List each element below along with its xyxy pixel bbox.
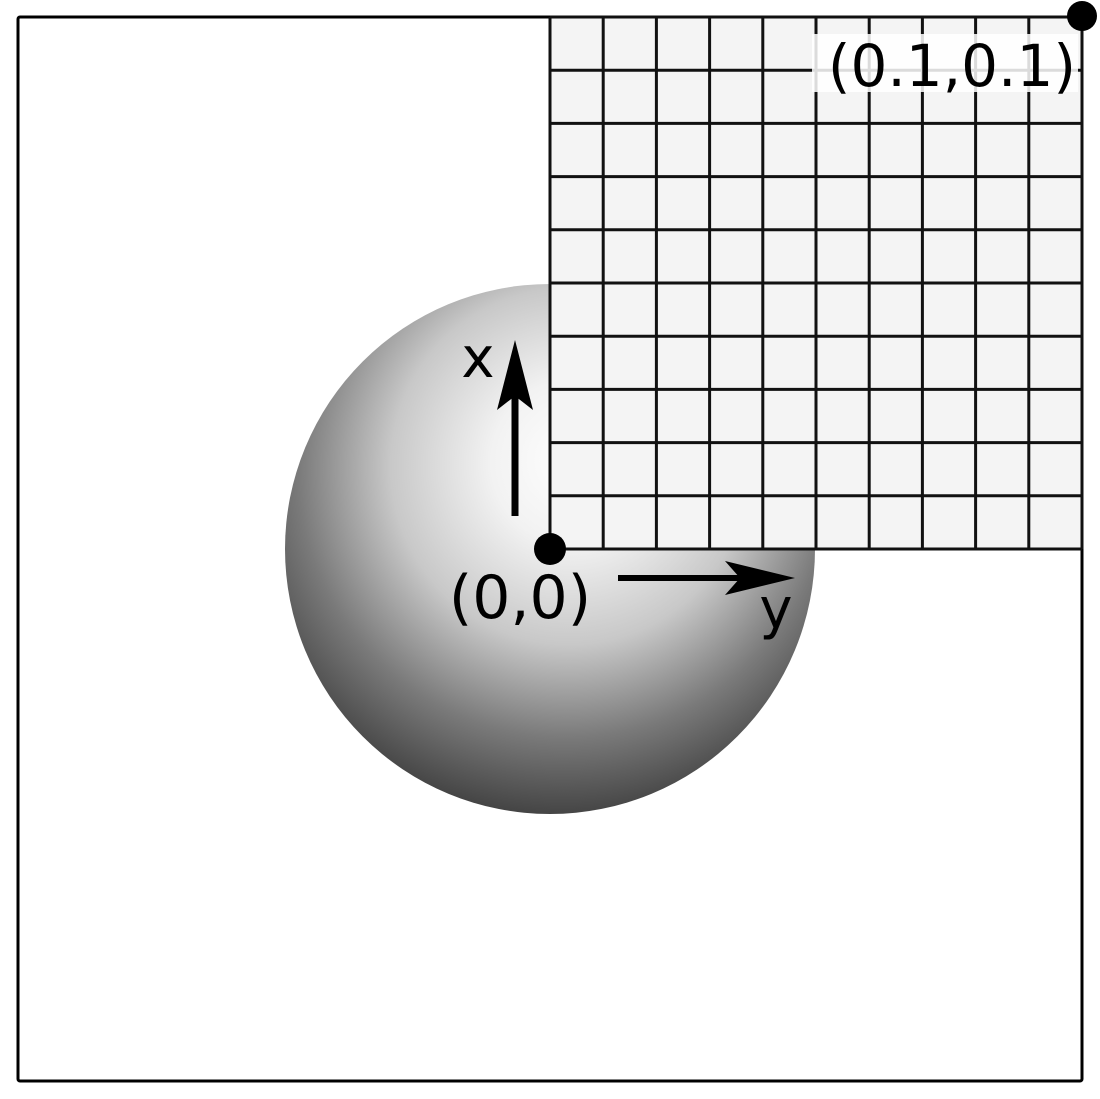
origin-point [534, 533, 566, 565]
corner-label: (0.1,0.1) [828, 32, 1076, 100]
origin-label: (0,0) [449, 563, 591, 633]
mesh-grid [548, 15, 1084, 551]
corner-label-backdrop [812, 34, 1078, 92]
x-axis-label: x [461, 326, 494, 391]
y-axis-label: y [759, 577, 792, 642]
x-axis-arrow [497, 340, 533, 516]
corner-point [1067, 1, 1097, 31]
y-axis-arrow [618, 561, 795, 595]
